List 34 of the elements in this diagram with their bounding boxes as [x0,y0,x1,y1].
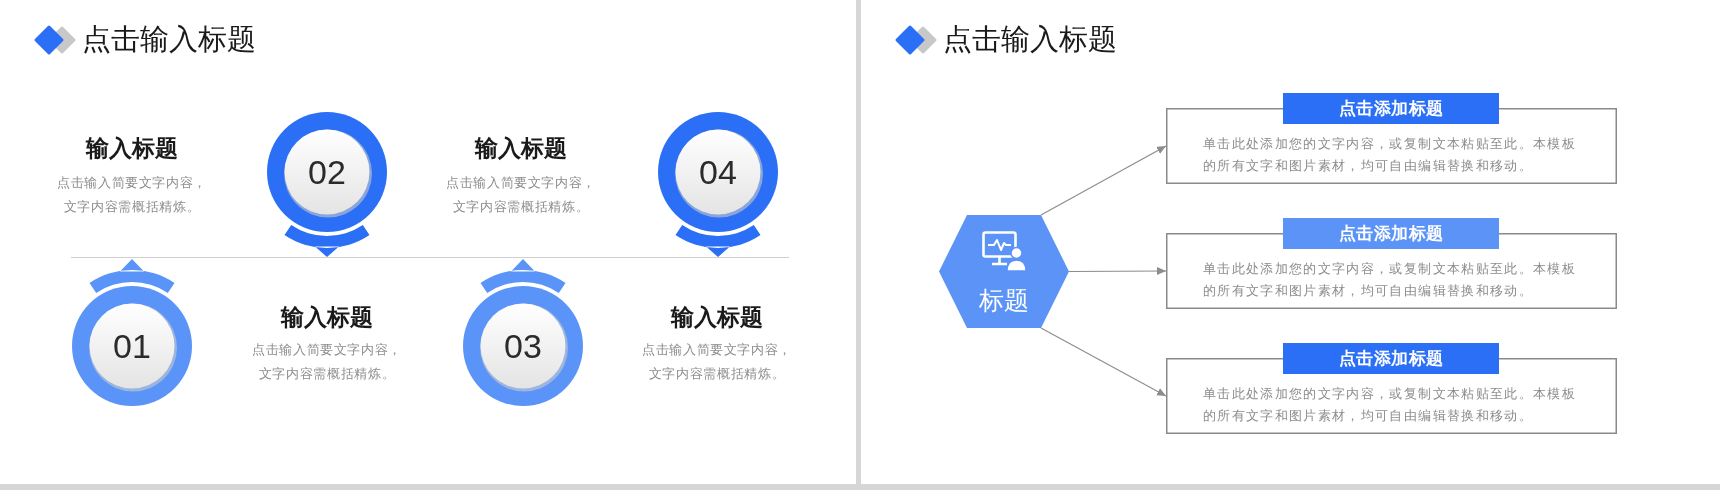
step-heading: 输入标题 [86,134,178,163]
step-heading: 输入标题 [671,303,763,332]
step-heading: 输入标题 [475,134,567,163]
box-text: 单击此处添加您的文字内容，或复制文本粘贴至此。本模板的所有文字和图片素材，均可自由编辑替换和移动。 [1203,386,1577,425]
box-text: 单击此处添加您的文字内容，或复制文本粘贴至此。本模板的所有文字和图片素材，均可自由编辑替换和移动。 [1203,136,1577,175]
badge-number: 04 [699,153,737,191]
text-box [1166,218,1617,309]
box-heading: 点击添加标题 [1338,222,1444,245]
step-text: 点击输入简要文字内容，文字内容需概括精炼。 [56,174,208,216]
badge-number: 02 [308,153,346,191]
step-text: 点击输入简要文字内容，文字内容需概括精炼。 [445,174,597,216]
number-badge [72,259,192,406]
slide-panel [0,0,856,484]
arrow [1068,267,1167,276]
box-heading: 点击添加标题 [1338,97,1444,120]
badge-number: 03 [504,327,542,365]
step-text: 点击输入简要文字内容，文字内容需概括精炼。 [251,341,403,383]
number-badge [463,259,583,406]
text-box [1166,343,1617,434]
number-badge [267,112,387,257]
box-heading: 点击添加标题 [1338,347,1444,370]
arrow [1040,327,1167,397]
step-heading: 输入标题 [281,303,373,332]
badge-number: 01 [113,327,151,365]
hexagon-label: 标题 [979,285,1029,315]
slide-panel [861,0,1720,484]
hexagon [939,215,1069,328]
text-box [1166,93,1617,184]
arrow [1040,145,1167,216]
box-text: 单击此处添加您的文字内容，或复制文本粘贴至此。本模板的所有文字和图片素材，均可自由编辑替换和移动。 [1203,261,1577,300]
number-badge [658,112,778,257]
slide-title: 点击输入标题 [943,22,1117,57]
slide-title: 点击输入标题 [82,22,256,57]
step-text: 点击输入简要文字内容，文字内容需概括精炼。 [641,341,793,383]
